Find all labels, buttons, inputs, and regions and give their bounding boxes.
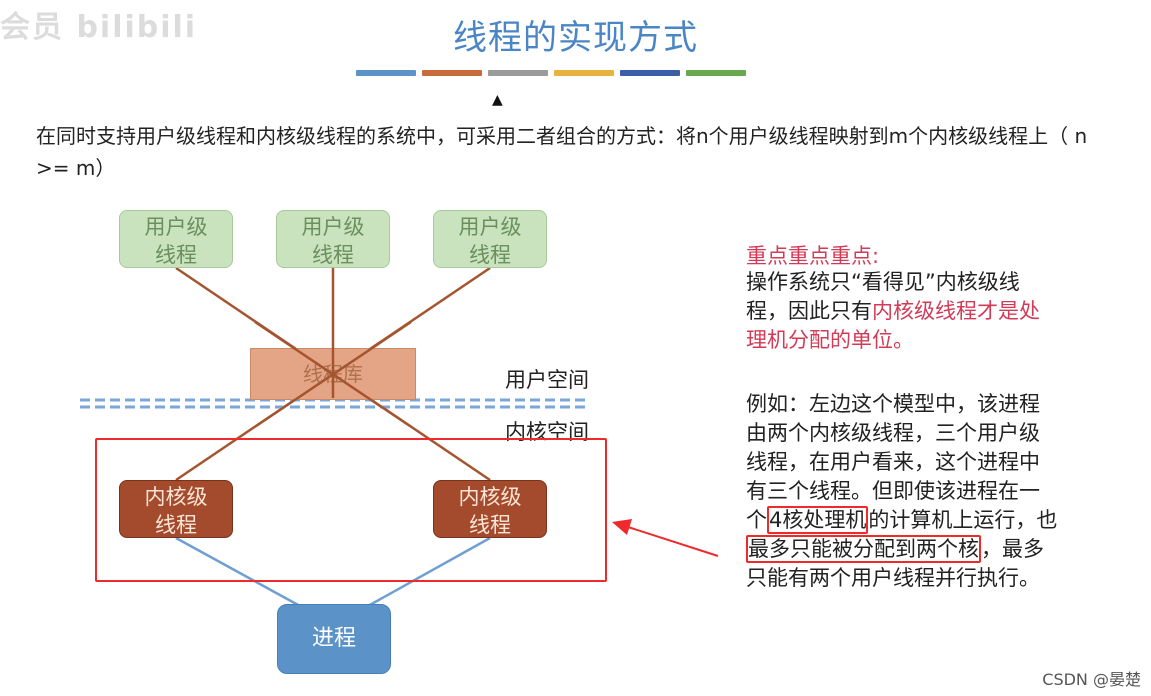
kernel-space-label: 内核空间 [505,420,589,444]
mouse-cursor-icon: ▲ [492,92,503,108]
underline-bar [554,70,614,76]
note-emphasis: 理机分配的单位。 [746,328,914,352]
user-thread-label: 用户级 [144,215,208,239]
process-box: 进程 [277,604,391,674]
csdn-watermark: CSDN @晏楚 [1042,670,1141,689]
user-thread-label: 用户级 [301,215,365,239]
note-line: 有三个线程。但即使该进程在一 [746,479,1040,503]
process-line [175,536,301,608]
user-thread-label: 线程 [469,243,511,267]
note-text: 个 [746,508,767,532]
user-thread-label: 线程 [155,243,197,267]
kernel-thread-label: 线程 [469,513,511,537]
note-line: 个4核处理机的计算机上运行，也 [746,506,1116,535]
user-space-label: 用户空间 [505,368,589,392]
kernel-thread-box: 内核级 线程 [433,480,547,538]
kernel-thread-label: 线程 [155,513,197,537]
note-line: 操作系统只“看得见”内核级线 [746,270,1020,294]
user-thread-label: 用户级 [458,215,522,239]
process-line [367,536,491,608]
note-text: 程，因此只有 [746,299,872,323]
note-emphasis: 内核级线程才是处 [872,299,1040,323]
four-core-highlight: 4核处理机 [767,506,869,534]
underline-bar [356,70,416,76]
thread-library-box: 线程库 [250,348,416,400]
red-arrow-line [627,526,719,557]
notes-paragraph-1: 操作系统只“看得见”内核级线 程，因此只有内核级线程才是处 理机分配的单位。 [746,268,1116,355]
kernel-thread-label: 内核级 [144,485,208,509]
note-text: ，最多 [981,537,1044,561]
note-text: 的计算机上运行，也 [868,508,1058,532]
note-line: 由两个内核级线程，三个用户级 [746,421,1040,445]
two-core-highlight: 最多只能被分配到两个核 [746,535,981,563]
underline-bar [422,70,482,76]
kernel-thread-box: 内核级 线程 [119,480,233,538]
notes-heading: 重点重点重点: [746,244,880,268]
user-thread-box: 用户级 线程 [433,210,547,268]
notes-paragraph-2: 例如：左边这个模型中，该进程 由两个内核级线程，三个用户级 线程，在用户看来，这… [746,390,1116,593]
underline-bar [488,70,548,76]
note-line: 程，因此只有内核级线程才是处 [746,297,1116,326]
kernel-thread-label: 内核级 [458,485,522,509]
underline-bar [686,70,746,76]
user-thread-box: 用户级 线程 [119,210,233,268]
kernel-highlight-frame [95,438,607,582]
note-line: 只能有两个用户线程并行执行。 [746,566,1040,590]
user-thread-label: 线程 [312,243,354,267]
slide-title: 线程的实现方式 [453,18,698,58]
bilibili-watermark: 会员 bilibili [0,10,198,45]
underline-bar [620,70,680,76]
note-line: 最多只能被分配到两个核，最多 [746,535,1116,564]
intro-text: 在同时支持用户级线程和内核级线程的系统中，可采用二者组合的方式：将n个用户级线程… [36,124,1088,180]
user-thread-box: 用户级 线程 [276,210,390,268]
note-line: 例如：左边这个模型中，该进程 [746,392,1040,416]
red-arrow-head [612,519,632,535]
note-line: 线程，在用户看来，这个进程中 [746,450,1040,474]
